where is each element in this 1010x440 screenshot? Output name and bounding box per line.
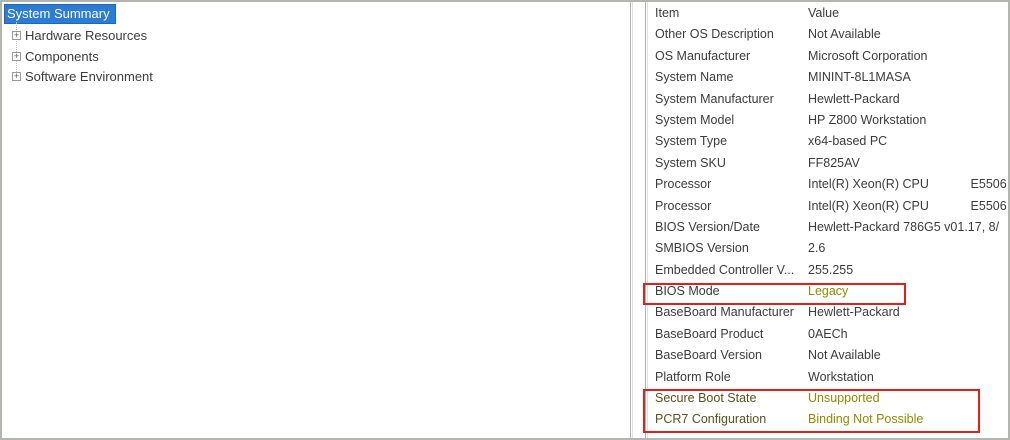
details-header-row: Item Value	[655, 3, 1008, 24]
details-row[interactable]: System Name MININT-8L1MASA	[655, 67, 1008, 88]
details-row[interactable]: BIOS Version/Date Hewlett-Packard 786G5 …	[655, 217, 1008, 238]
item-cell: Platform Role	[655, 369, 731, 384]
item-cell: Processor	[655, 177, 712, 192]
item-cell: Embedded Controller V...	[655, 262, 795, 277]
value-cell: Workstation	[808, 369, 874, 384]
value-cell: 2.6	[808, 241, 826, 256]
item-cell: BIOS Mode	[655, 284, 720, 299]
pane-divider-line	[647, 2, 648, 438]
details-row[interactable]: Processor Intel(R) Xeon(R) CPU E5506	[655, 196, 1008, 217]
value-cell: Hewlett-Packard	[808, 305, 900, 320]
details-row[interactable]: BIOS Mode Legacy	[655, 281, 1008, 302]
tree-item-software-environment[interactable]: + Software Environment	[2, 66, 630, 87]
value-cell: Binding Not Possible	[808, 412, 924, 427]
value-cell: Intel(R) Xeon(R) CPU E5506	[808, 198, 1007, 213]
item-cell: SMBIOS Version	[655, 241, 749, 256]
details-row[interactable]: BaseBoard Version Not Available	[655, 345, 1008, 366]
details-row[interactable]: Secure Boot State Unsupported	[655, 388, 1008, 409]
tree-item-label: Components	[25, 48, 99, 64]
details-row[interactable]: System SKU FF825AV	[655, 153, 1008, 174]
item-cell: PCR7 Configuration	[655, 412, 767, 427]
tree-item-system-summary-selected[interactable]: System Summary	[4, 4, 116, 24]
details-row[interactable]: System Type x64-based PC	[655, 131, 1008, 152]
expand-plus-icon[interactable]: +	[12, 29, 21, 40]
details-row[interactable]: SMBIOS Version 2.6	[655, 238, 1008, 259]
details-row[interactable]: BaseBoard Product 0AECh	[655, 324, 1008, 345]
item-cell: OS Manufacturer	[655, 48, 751, 63]
item-cell: BaseBoard Manufacturer	[655, 305, 794, 320]
item-cell: BaseBoard Version	[655, 348, 763, 363]
value-cell: Not Available	[808, 27, 881, 42]
details-pane: Item Value Other OS Description Not Avai…	[648, 2, 1008, 438]
value-cell: 0AECh	[808, 326, 848, 341]
pane-divider-line	[645, 2, 646, 438]
details-row[interactable]: Embedded Controller V... 255.255	[655, 260, 1008, 281]
tree-item-components[interactable]: + Components	[2, 46, 630, 67]
value-cell: 255.255	[808, 262, 854, 277]
tree-item-hardware-resources[interactable]: + Hardware Resources	[2, 25, 630, 46]
item-column-header[interactable]: Item	[655, 6, 680, 20]
value-cell: Legacy	[808, 284, 849, 299]
value-cell: MININT-8L1MASA	[808, 70, 911, 85]
value-cell: x64-based PC	[808, 134, 888, 149]
details-row[interactable]: PCR7 Configuration Binding Not Possible	[655, 409, 1008, 430]
value-cell: HP Z800 Workstation	[808, 112, 927, 127]
item-cell: Secure Boot State	[655, 391, 757, 406]
details-row[interactable]: BaseBoard Manufacturer Hewlett-Packard	[655, 302, 1008, 323]
details-row[interactable]: Platform Role Workstation	[655, 367, 1008, 388]
value-cell: Microsoft Corporation	[808, 48, 928, 63]
value-cell: Not Available	[808, 348, 881, 363]
category-tree-pane: System Summary + Hardware Resources + Co…	[2, 2, 630, 438]
details-row[interactable]: Other OS Description Not Available	[655, 24, 1008, 45]
value-cell: Unsupported	[808, 391, 880, 406]
details-row[interactable]: System Model HP Z800 Workstation	[655, 110, 1008, 131]
item-cell: Other OS Description	[655, 27, 774, 42]
tree-items: + Hardware Resources + Components + Soft…	[2, 25, 630, 87]
tree-guide-line	[16, 22, 17, 78]
tree-item-label: Hardware Resources	[25, 27, 148, 43]
item-cell: System Name	[655, 70, 734, 85]
tree-item-label: Software Environment	[25, 69, 153, 85]
tree-row-system-summary[interactable]: System Summary	[2, 2, 630, 24]
item-cell: BIOS Version/Date	[655, 219, 760, 234]
details-rows: Other OS Description Not Available OS Ma…	[655, 24, 1008, 430]
item-cell: System Type	[655, 134, 728, 149]
value-cell: Hewlett-Packard	[808, 91, 900, 106]
details-row[interactable]: System Manufacturer Hewlett-Packard	[655, 89, 1008, 110]
item-cell: System Manufacturer	[655, 91, 774, 106]
pane-divider-line[interactable]	[630, 2, 631, 438]
details-row[interactable]: OS Manufacturer Microsoft Corporation	[655, 46, 1008, 67]
value-cell: Hewlett-Packard 786G5 v01.17, 8/	[808, 219, 1000, 234]
value-cell: FF825AV	[808, 155, 860, 170]
item-cell: Processor	[655, 198, 712, 213]
details-row[interactable]: Processor Intel(R) Xeon(R) CPU E5506	[655, 174, 1008, 195]
expand-plus-icon[interactable]: +	[12, 50, 21, 61]
item-cell: BaseBoard Product	[655, 326, 764, 341]
expand-plus-icon[interactable]: +	[12, 71, 21, 82]
item-cell: System Model	[655, 112, 735, 127]
value-cell: Intel(R) Xeon(R) CPU E5506	[808, 177, 1007, 192]
pane-divider-line	[632, 2, 633, 438]
value-column-header[interactable]: Value	[808, 6, 840, 20]
item-cell: System SKU	[655, 155, 726, 170]
